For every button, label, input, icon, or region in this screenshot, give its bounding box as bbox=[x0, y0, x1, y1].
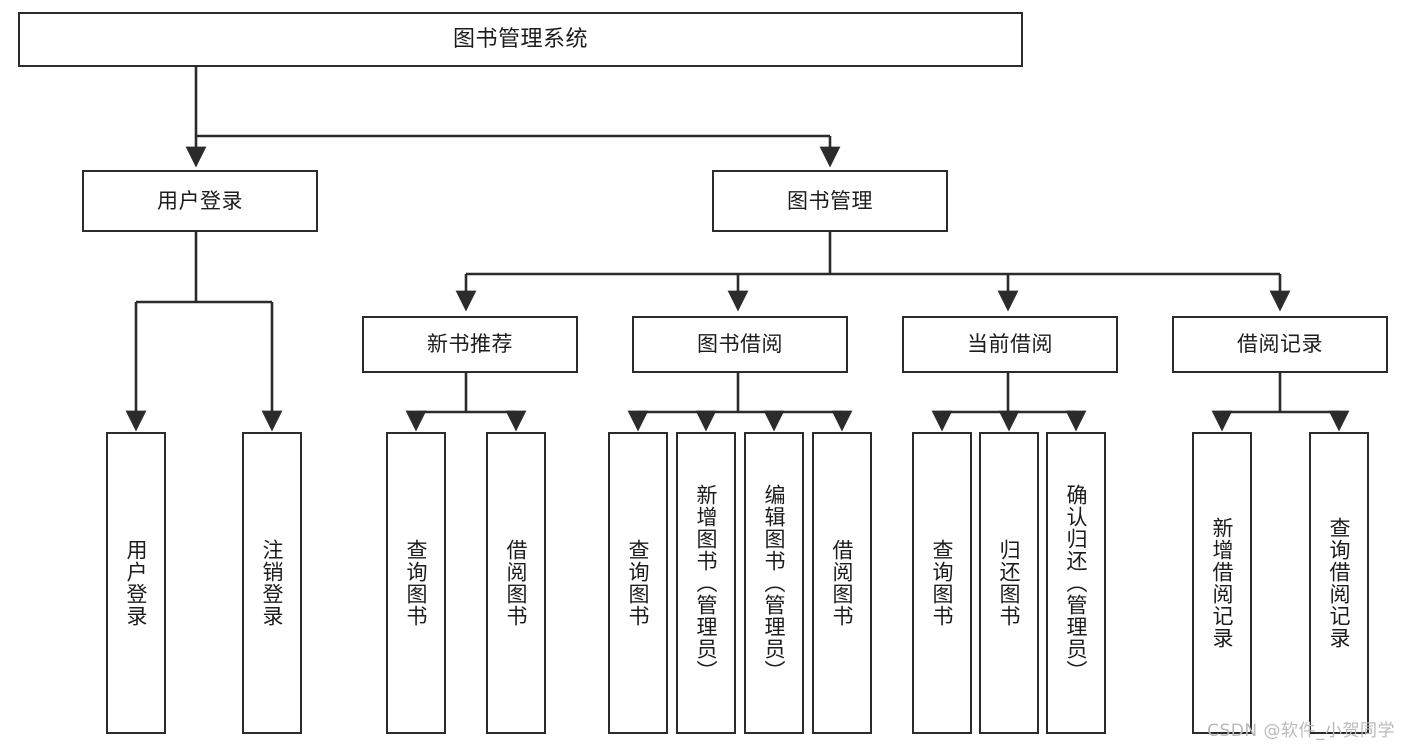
node-leaf-user-logout-label: 注销登录 bbox=[260, 539, 285, 627]
node-book-borrow[interactable]: 图书借阅 bbox=[632, 316, 848, 373]
node-new-book-recommend-label: 新书推荐 bbox=[427, 332, 513, 357]
node-leaf-bookborrow-add-label: 新增图书（管理员） bbox=[694, 484, 719, 682]
node-current-borrow[interactable]: 当前借阅 bbox=[902, 316, 1118, 373]
node-leaf-bookborrow-edit-label: 编辑图书（管理员） bbox=[762, 484, 787, 682]
node-book-borrow-label: 图书借阅 bbox=[697, 332, 783, 357]
node-leaf-bookborrow-add[interactable]: 新增图书（管理员） bbox=[676, 432, 736, 734]
node-current-borrow-label: 当前借阅 bbox=[967, 332, 1053, 357]
node-leaf-current-query[interactable]: 查询图书 bbox=[912, 432, 972, 734]
node-root-system[interactable]: 图书管理系统 bbox=[18, 12, 1023, 67]
node-leaf-newbook-borrow[interactable]: 借阅图书 bbox=[486, 432, 546, 734]
node-leaf-user-logout[interactable]: 注销登录 bbox=[242, 432, 302, 734]
node-book-manage-label: 图书管理 bbox=[787, 188, 873, 213]
node-leaf-bookborrow-borrow-label: 借阅图书 bbox=[830, 539, 855, 627]
node-leaf-user-login[interactable]: 用户登录 bbox=[106, 432, 166, 734]
node-book-manage[interactable]: 图书管理 bbox=[712, 170, 948, 232]
node-leaf-record-add-label: 新增借阅记录 bbox=[1210, 517, 1235, 649]
node-leaf-newbook-query[interactable]: 查询图书 bbox=[386, 432, 446, 734]
node-leaf-record-add[interactable]: 新增借阅记录 bbox=[1192, 432, 1252, 734]
node-new-book-recommend[interactable]: 新书推荐 bbox=[362, 316, 578, 373]
node-leaf-current-return-label: 归还图书 bbox=[997, 539, 1022, 627]
node-leaf-current-query-label: 查询图书 bbox=[930, 539, 955, 627]
node-root-system-label: 图书管理系统 bbox=[452, 26, 588, 52]
watermark-text: CSDN @软件_小贺同学 bbox=[1207, 721, 1395, 741]
node-user-login-label: 用户登录 bbox=[157, 188, 243, 213]
node-leaf-user-login-label: 用户登录 bbox=[124, 539, 149, 627]
node-leaf-newbook-query-label: 查询图书 bbox=[404, 539, 429, 627]
node-borrow-record[interactable]: 借阅记录 bbox=[1172, 316, 1388, 373]
node-leaf-bookborrow-query[interactable]: 查询图书 bbox=[608, 432, 668, 734]
node-leaf-current-confirm-return-label: 确认归还（管理员） bbox=[1064, 484, 1089, 682]
node-leaf-bookborrow-edit[interactable]: 编辑图书（管理员） bbox=[744, 432, 804, 734]
node-user-login[interactable]: 用户登录 bbox=[82, 170, 318, 232]
node-leaf-record-query-label: 查询借阅记录 bbox=[1327, 517, 1352, 649]
node-leaf-current-confirm-return[interactable]: 确认归还（管理员） bbox=[1046, 432, 1106, 734]
node-leaf-bookborrow-borrow[interactable]: 借阅图书 bbox=[812, 432, 872, 734]
node-leaf-record-query[interactable]: 查询借阅记录 bbox=[1309, 432, 1369, 734]
node-leaf-current-return[interactable]: 归还图书 bbox=[979, 432, 1039, 734]
node-borrow-record-label: 借阅记录 bbox=[1237, 332, 1323, 357]
node-leaf-bookborrow-query-label: 查询图书 bbox=[626, 539, 651, 627]
node-leaf-newbook-borrow-label: 借阅图书 bbox=[504, 539, 529, 627]
